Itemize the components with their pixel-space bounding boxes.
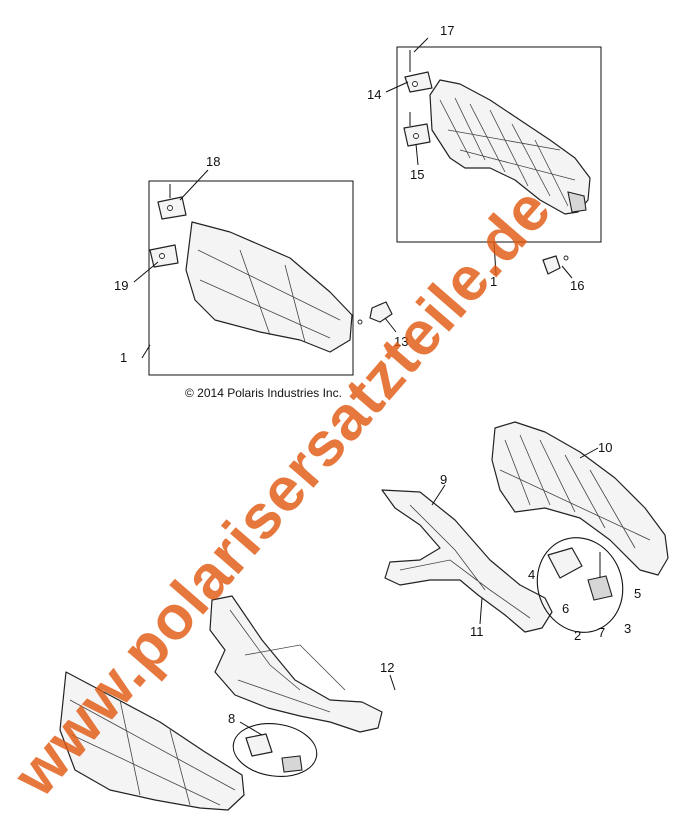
callout-15: 15: [410, 167, 424, 182]
lower-door-panel-lines: [69, 699, 236, 806]
assembly-box-right: [396, 46, 602, 243]
callout-1-top: 1: [490, 274, 497, 289]
lower-latch-body: [281, 755, 303, 773]
callout-11: 11: [470, 624, 484, 639]
door-frame-9-inner: [399, 504, 531, 619]
upper-hinge-bolt: [412, 81, 418, 87]
right-door-assembly-box: [396, 46, 602, 243]
assembly-box-left: [148, 180, 354, 376]
left-door-panel: [185, 221, 353, 353]
right-door-frame-ribs: [439, 97, 576, 207]
latch-detail-oval-right: [536, 537, 624, 633]
callout-13: 13: [394, 334, 408, 349]
callout-6: 6: [562, 601, 569, 616]
copyright-text: © 2014 Polaris Industries Inc.: [185, 386, 342, 400]
callout-5: 5: [634, 586, 641, 601]
door-frame-9: [381, 489, 553, 633]
left-upper-hinge-bolt: [167, 205, 173, 211]
upper-hinge: [404, 71, 433, 93]
callout-17: 17: [440, 23, 454, 38]
callout-10: 10: [598, 440, 612, 455]
striker-16-screw: [563, 255, 569, 261]
callout-2: 2: [574, 628, 581, 643]
left-door-panel-lines: [197, 249, 341, 343]
lower-door-frame: [209, 595, 383, 733]
callout-1-left: 1: [120, 350, 127, 365]
left-lower-hinge-bolt: [159, 253, 165, 259]
latch-detail-oval-left: [232, 723, 318, 777]
callout-16: 16: [570, 278, 584, 293]
lower-hinge-bolt: [413, 133, 419, 139]
latch-body-6: [587, 575, 613, 601]
lower-door-panel: [59, 671, 245, 811]
striker-13-screw: [357, 319, 363, 325]
lower-door-frame-inner: [229, 609, 346, 713]
callout-4: 4: [528, 567, 535, 582]
right-door-latch: [567, 191, 587, 213]
callout-9: 9: [440, 472, 447, 487]
callout-12: 12: [380, 660, 394, 675]
leader-lines: [133, 37, 599, 736]
callout-18: 18: [206, 154, 220, 169]
striker-16: [542, 255, 561, 275]
outer-door-panel-ribs: [499, 434, 651, 549]
callout-14: 14: [367, 87, 381, 102]
lower-latch-handle: [245, 733, 273, 757]
callout-7: 7: [598, 625, 605, 640]
callout-8: 8: [228, 711, 235, 726]
callout-19: 19: [114, 278, 128, 293]
outer-door-panel-10: [491, 421, 669, 576]
callout-3: 3: [624, 621, 631, 636]
latch-handle-4: [547, 547, 583, 579]
left-door-assembly-box: [148, 180, 354, 376]
striker-13: [369, 301, 393, 323]
